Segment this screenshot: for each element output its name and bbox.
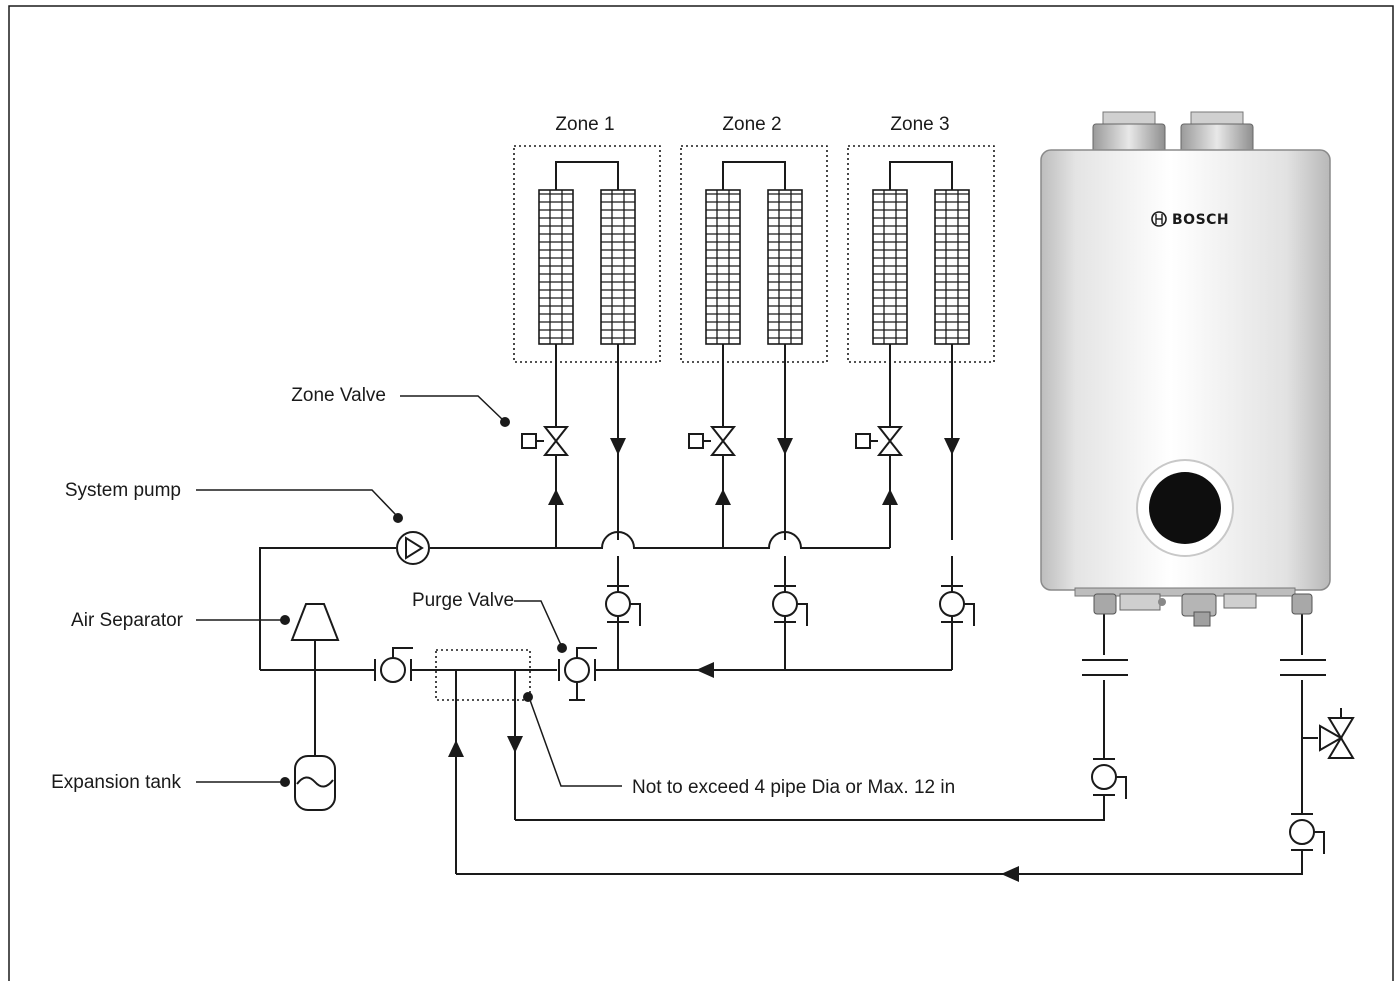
callout-spacing-note: Not to exceed 4 pipe Dia or Max. 12 in — [523, 692, 955, 798]
zone-2-crossover-pipe — [722, 161, 786, 190]
boiler-return-check-valve — [1091, 758, 1127, 800]
callout-system-pump: System pump — [65, 480, 403, 523]
zone-2-supply-radiator — [705, 189, 741, 345]
return-drops — [605, 344, 975, 670]
zone-3-return-radiator — [934, 189, 970, 345]
zone-3-return-arrow — [944, 438, 960, 455]
zone-1-crossover-pipe — [555, 161, 619, 190]
zone-2-valve-symbol — [688, 426, 735, 456]
purge-valve-symbol — [558, 647, 598, 701]
callout-expansion-tank: Expansion tank — [51, 772, 290, 793]
zone-1-boundary — [513, 145, 661, 363]
boiler-supply-in-arrow — [448, 740, 464, 757]
relief-valve-symbol — [1302, 708, 1355, 759]
tee-spacing-box — [435, 649, 531, 701]
zone-1: Zone 1 — [513, 114, 661, 363]
zone-3-boundary — [847, 145, 995, 363]
zone-1-supply-radiator — [538, 189, 574, 345]
expansion-tank-symbol — [294, 755, 336, 811]
boiler-supply-arrow — [1001, 866, 1019, 882]
zone-1-label: Zone 1 — [555, 114, 614, 135]
spacing-note-label: Not to exceed 4 pipe Dia or Max. 12 in — [632, 777, 955, 798]
supply-risers — [521, 344, 902, 548]
return-header — [260, 603, 952, 811]
zone-3-supply-radiator — [872, 189, 908, 345]
boiler-loop-piping — [456, 612, 1355, 882]
system-pump-label: System pump — [65, 480, 181, 501]
diagram-frame — [8, 5, 1394, 981]
boiler-supply-check-valve — [1289, 813, 1325, 855]
zone-1-return-radiator — [600, 189, 636, 345]
flue-connectors — [1092, 111, 1254, 155]
zone-1-return-arrow — [610, 438, 626, 455]
boiler-supply-pipe — [456, 850, 1303, 875]
boiler-return-pipe — [515, 795, 1105, 821]
zone-1-supply-arrow — [548, 489, 564, 505]
zone-3-crossover-pipe — [889, 161, 953, 190]
boiler-bottom-fittings — [1074, 587, 1313, 627]
zone-2-label: Zone 2 — [722, 114, 781, 135]
zone-2-return-radiator — [767, 189, 803, 345]
callout-purge-valve: Purge Valve — [412, 590, 567, 653]
return-header-arrow — [696, 662, 714, 678]
boiler-brand: BOSCH — [1172, 212, 1229, 228]
purge-valve-label: Purge Valve — [412, 590, 514, 611]
zone-1-check-valve — [605, 585, 641, 627]
zone-3-check-valve — [939, 585, 975, 627]
supply-header — [259, 531, 890, 670]
bosch-logo: BOSCH — [1151, 211, 1229, 228]
bosch-armature-icon — [1151, 211, 1167, 227]
zone-2-boundary — [680, 145, 828, 363]
callout-zone-valve: Zone Valve — [291, 385, 510, 427]
closely-spaced-tees — [435, 649, 531, 874]
boiler-illustration: BOSCH — [1040, 111, 1331, 627]
air-separator-label: Air Separator — [71, 610, 184, 631]
boiler-return-out-arrow — [507, 736, 523, 753]
zone-3-valve-symbol — [855, 426, 902, 456]
zone-2-check-valve — [772, 585, 808, 627]
main-check-valve — [374, 647, 414, 683]
callout-air-separator: Air Separator — [71, 610, 290, 631]
zone-3-supply-arrow — [882, 489, 898, 505]
system-pump-symbol — [396, 531, 430, 565]
zone-2-supply-arrow — [715, 489, 731, 505]
display-window — [1149, 472, 1221, 544]
expansion-tank-label: Expansion tank — [51, 772, 181, 793]
zone-1-valve-symbol — [521, 426, 568, 456]
zone-2: Zone 2 — [680, 114, 828, 363]
zone-valve-label: Zone Valve — [291, 385, 386, 406]
air-separator-symbol — [290, 603, 340, 641]
zone-3-label: Zone 3 — [890, 114, 949, 135]
zone-2-return-arrow — [777, 438, 793, 455]
zone-3: Zone 3 — [847, 114, 995, 363]
